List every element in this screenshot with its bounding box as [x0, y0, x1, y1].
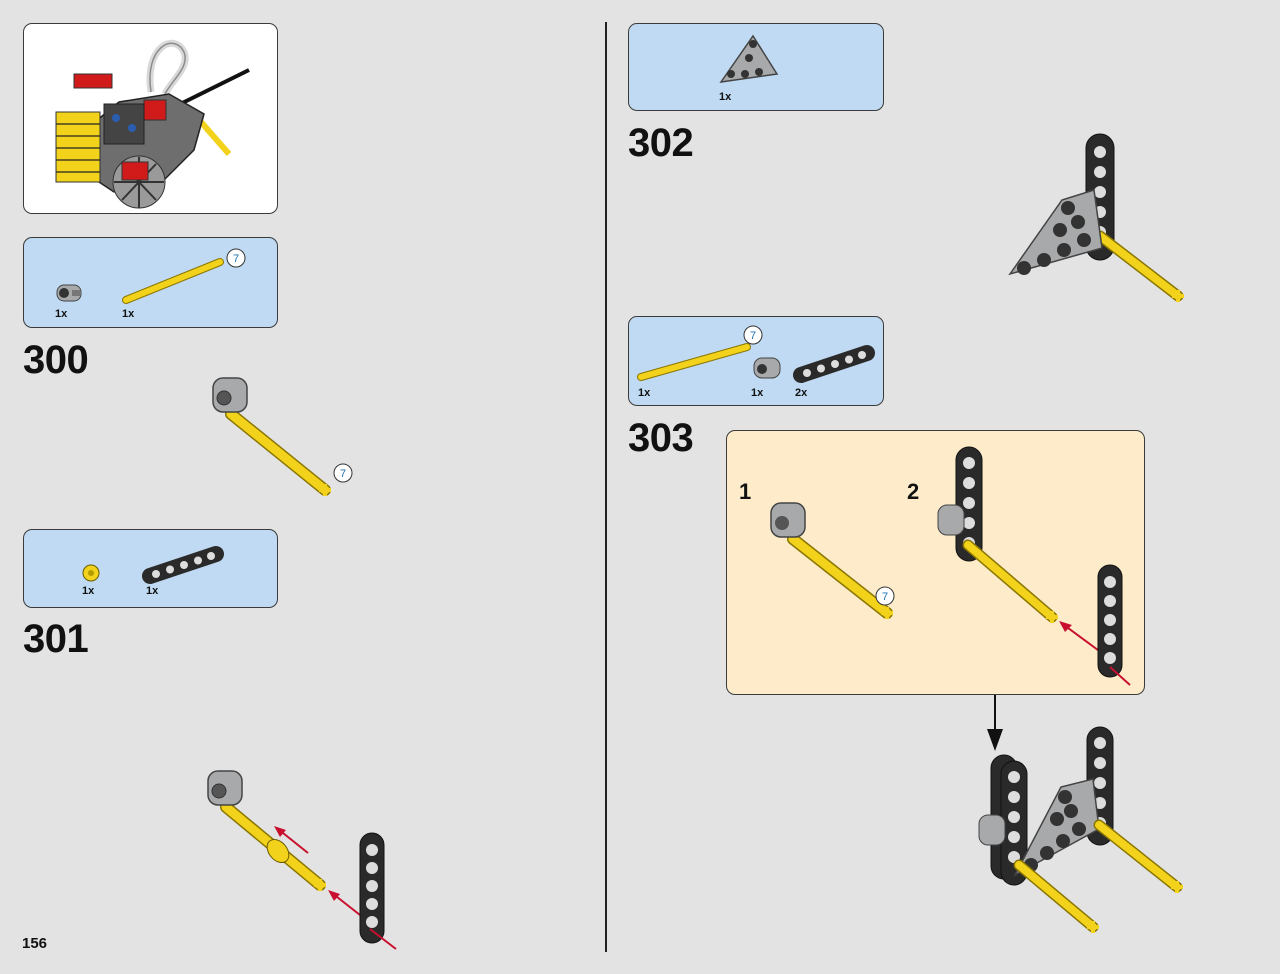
svg-text:7: 7: [233, 253, 239, 265]
substep-1-assembly-icon: 7: [770, 502, 895, 619]
step-number-302: 302: [628, 121, 694, 165]
page-divider: [605, 22, 607, 952]
black-liftarm-5-icon: [142, 546, 224, 584]
step-303-result-icon: [978, 726, 1183, 933]
substep-label: 2: [907, 479, 920, 504]
gray-axle-connector-icon: [753, 357, 781, 379]
part-quantity: 2x: [795, 387, 808, 399]
yellow-axle-7-icon: 7: [637, 325, 763, 381]
down-arrow-icon: [987, 695, 1003, 751]
substep-label: 1: [739, 479, 752, 504]
svg-text:7: 7: [882, 591, 888, 603]
subassembly-panel-step-303: 1 2 7: [726, 430, 1145, 695]
gray-triangle-liftarm-icon: [719, 34, 779, 83]
step-302-assembly-icon: [1008, 133, 1184, 302]
gray-axle-connector-icon: [56, 284, 82, 302]
part-quantity: 1x: [146, 585, 159, 597]
step-300-assembly-icon: 7: [212, 377, 353, 496]
svg-text:7: 7: [750, 330, 756, 342]
part-quantity: 1x: [82, 585, 95, 597]
step-number-303: 303: [628, 416, 694, 460]
step-number-300: 300: [23, 338, 89, 382]
part-quantity: 1x: [122, 308, 135, 320]
parts-list-step-302: 1x: [628, 23, 884, 111]
parts-list-step-303: 7 1x 1x 2x: [628, 316, 884, 406]
parts-list-step-301: 1x 1x: [23, 529, 278, 608]
part-quantity: 1x: [55, 308, 68, 320]
black-liftarm-5-icon: [793, 345, 875, 383]
step-301-assembly-icon: [207, 770, 397, 950]
part-quantity: 1x: [751, 387, 764, 399]
model-preview-icon: [55, 39, 250, 209]
page-number: 156: [22, 935, 48, 952]
svg-text:7: 7: [340, 468, 346, 480]
yellow-axle-7-icon: 7: [122, 248, 246, 304]
part-quantity: 1x: [719, 91, 732, 103]
parts-list-step-300: 7 1x 1x: [23, 237, 278, 328]
yellow-bush-icon: [82, 564, 100, 582]
part-quantity: 1x: [638, 387, 651, 399]
step-number-301: 301: [23, 617, 89, 661]
model-preview-panel: [23, 23, 278, 214]
substep-2-assembly-icon: [937, 446, 1131, 686]
